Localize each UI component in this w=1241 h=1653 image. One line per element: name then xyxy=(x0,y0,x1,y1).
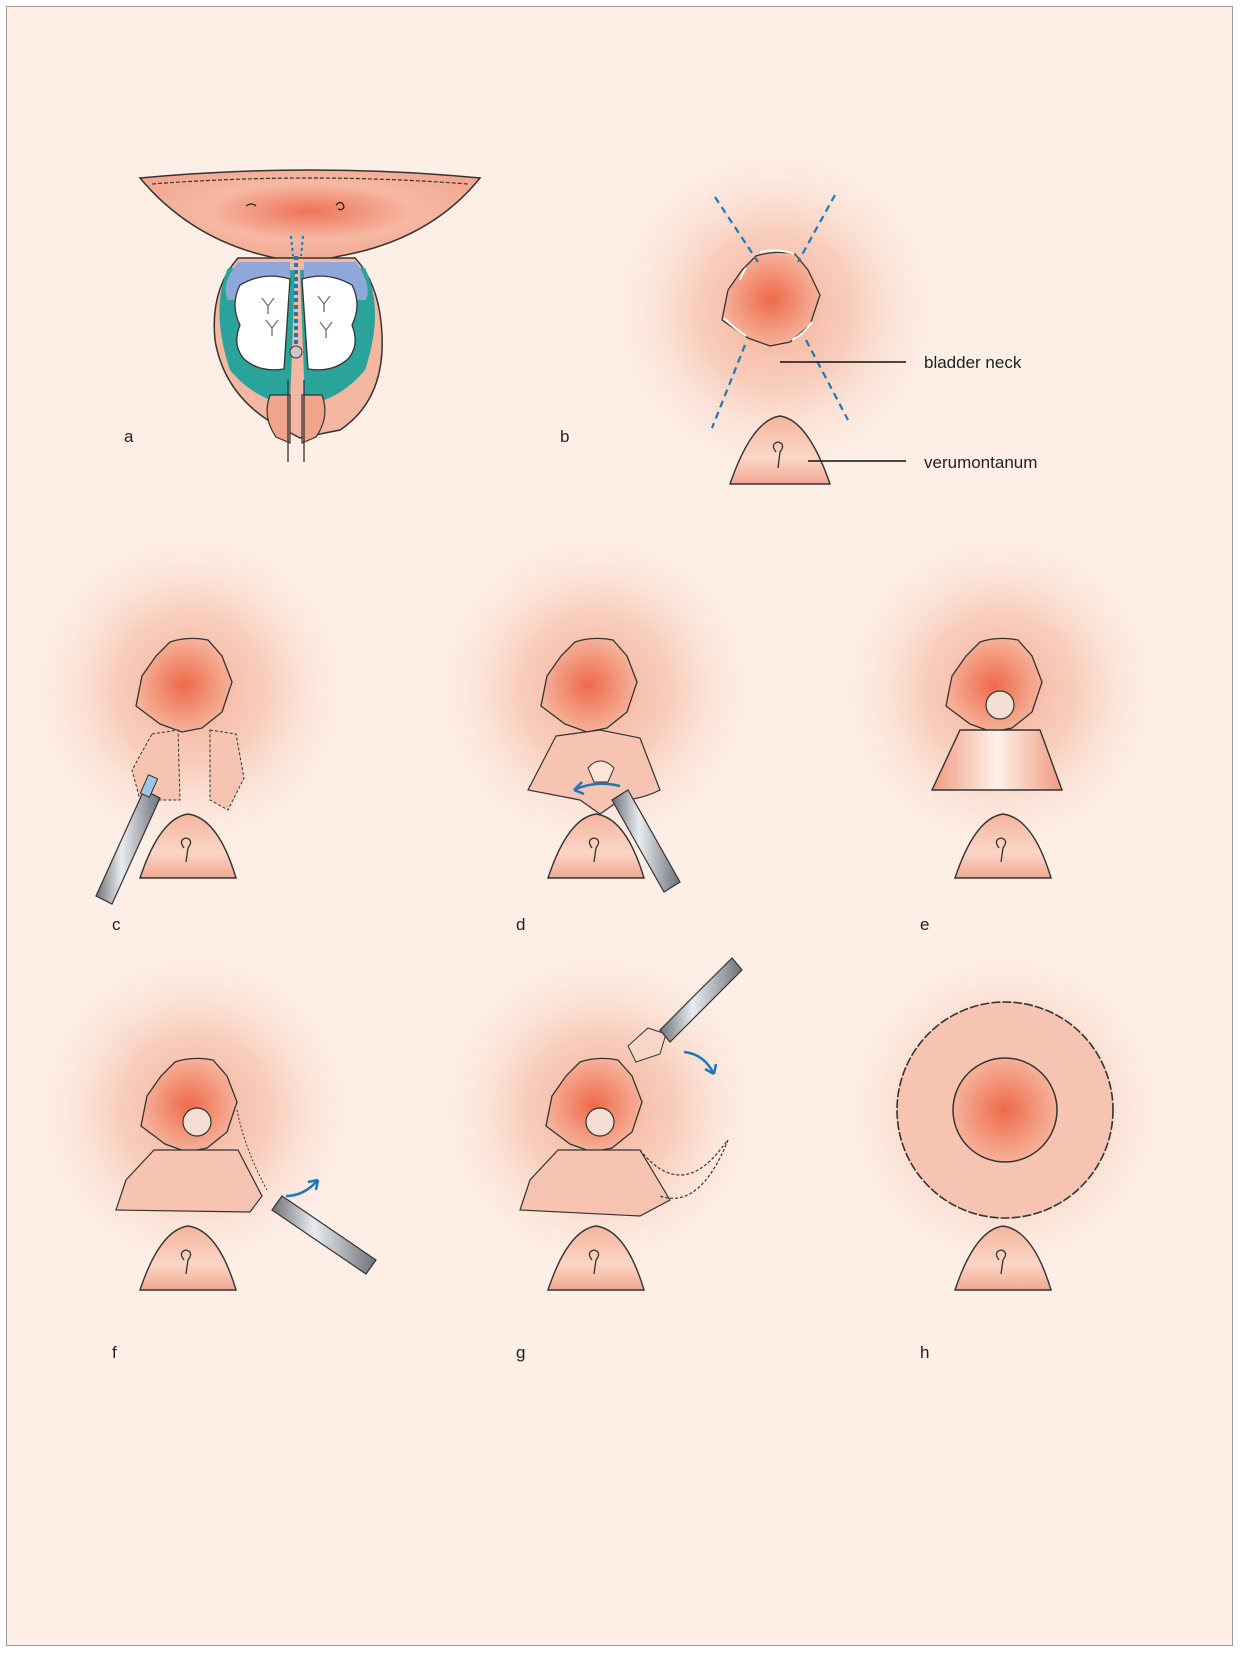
panel-a-anatomy xyxy=(140,170,480,462)
panel-e xyxy=(830,520,1170,878)
right-adenoma xyxy=(302,276,357,370)
bladder-shape xyxy=(140,170,480,262)
panel-label-f: f xyxy=(112,1343,117,1362)
panel-g xyxy=(430,940,770,1290)
panel-b-endoscopic: bladder neck verumontanum xyxy=(600,135,1037,485)
panel-c xyxy=(20,520,360,904)
label-bladder-neck: bladder neck xyxy=(924,353,1022,372)
panel-label-h: h xyxy=(920,1343,929,1362)
panel-label-g: g xyxy=(516,1343,525,1362)
label-verumontanum: verumontanum xyxy=(924,453,1037,472)
left-adenoma xyxy=(235,276,290,370)
panel-d xyxy=(425,520,765,892)
panel-f xyxy=(25,940,376,1290)
panel-label-c: c xyxy=(112,915,121,934)
panel-label-a: a xyxy=(124,427,134,446)
panel-label-b: b xyxy=(560,427,569,446)
panel-h xyxy=(835,940,1175,1290)
panel-label-d: d xyxy=(516,915,525,934)
panel-label-e: e xyxy=(920,915,929,934)
